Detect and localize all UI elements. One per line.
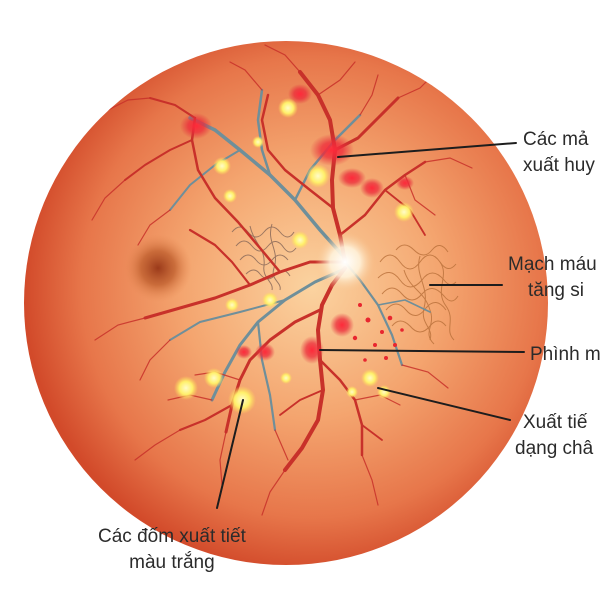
label-microaneurysm-line-1: Phình m bbox=[530, 344, 600, 365]
label-soft-exudate: Các đốm xuất tiết màu trắng bbox=[98, 524, 246, 576]
label-neovascular-line-1: Mạch máu bbox=[508, 254, 597, 275]
leader-line-soft-exudate bbox=[216, 399, 244, 509]
optic-disc bbox=[315, 232, 375, 292]
leader-line-hemorrhage bbox=[337, 142, 517, 158]
label-hard-exudate: Xuất tiế dạng châ bbox=[515, 410, 593, 462]
label-hemorrhage-line-2: xuất huy bbox=[523, 155, 595, 176]
label-neovascular: Mạch máu tăng si bbox=[508, 252, 597, 304]
retina-background bbox=[24, 41, 548, 565]
retinal-arteries bbox=[124, 70, 427, 472]
hemorrhages bbox=[180, 84, 414, 364]
retinal-veins bbox=[169, 88, 431, 432]
label-hemorrhage-line-1: Các mả bbox=[523, 129, 589, 150]
label-hard-exudate-line-1: Xuất tiế bbox=[523, 412, 588, 433]
leader-line-hard-exudate bbox=[377, 387, 511, 421]
macula bbox=[124, 234, 192, 302]
label-soft-exudate-line-1: Các đốm xuất tiết bbox=[98, 526, 246, 547]
neovascular-tangle-right bbox=[377, 244, 459, 345]
leader-line-microaneurysm bbox=[319, 349, 525, 353]
label-hemorrhage: Các mả xuất huy bbox=[523, 127, 595, 179]
leader-lines bbox=[216, 142, 525, 509]
microaneurysms bbox=[352, 303, 404, 362]
label-hard-exudate-line-2: dạng châ bbox=[515, 438, 594, 459]
label-neovascular-line-2: tăng si bbox=[528, 280, 584, 301]
retinal-capillaries bbox=[91, 44, 473, 516]
label-soft-exudate-line-2: màu trắng bbox=[129, 552, 215, 573]
label-microaneurysm: Phình m bbox=[530, 342, 600, 368]
